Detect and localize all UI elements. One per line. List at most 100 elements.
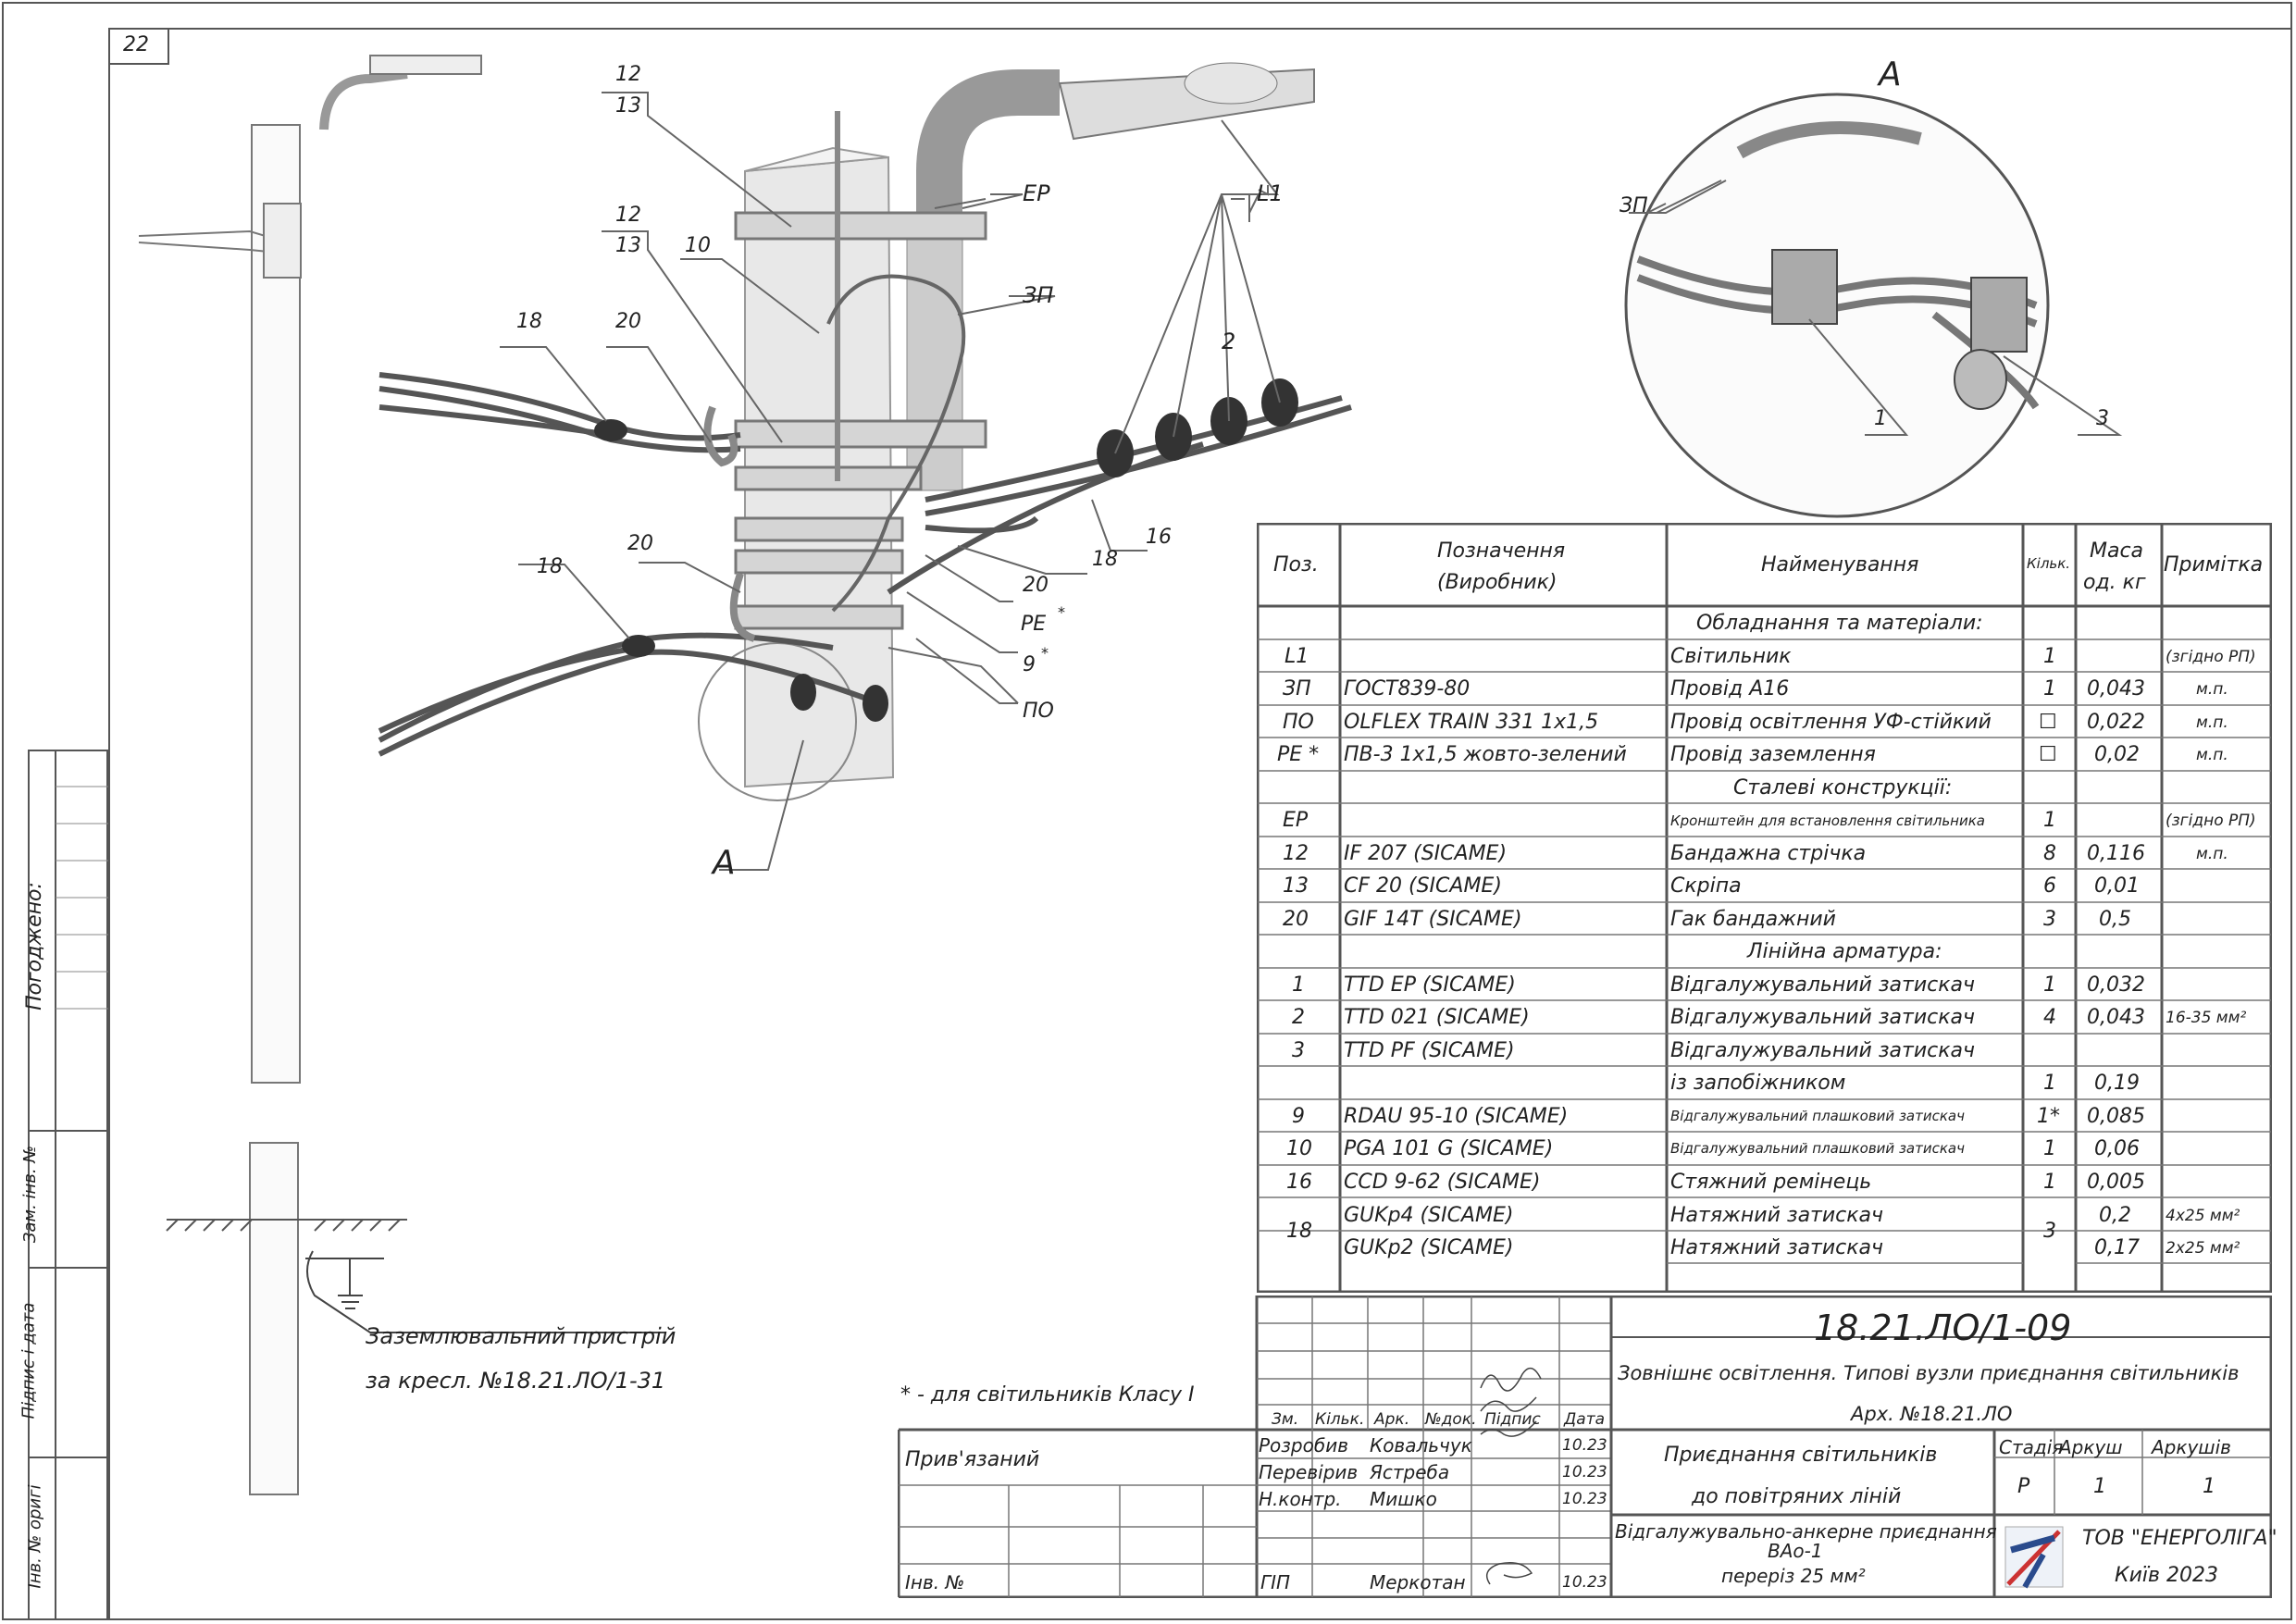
r18-qty: 3 xyxy=(2043,1220,2056,1243)
col-date: Дата xyxy=(1564,1410,1606,1429)
r6-name: Кронштейн для встановлення світильника xyxy=(1670,812,1985,829)
side-stamp-grid xyxy=(28,750,108,1620)
r8-name: Скріпа xyxy=(1670,874,1742,898)
sheet-number-box: 22 xyxy=(108,28,169,65)
r19-note: 2x25 мм² xyxy=(2166,1239,2240,1258)
detail-title: А xyxy=(1879,56,1902,93)
label-a: А xyxy=(713,844,736,882)
r11-mass: 0,032 xyxy=(2087,973,2145,997)
r16-des: PGA 101 G (SICAME) xyxy=(1344,1137,1554,1160)
r18-pos: 18 xyxy=(1286,1220,1312,1243)
col-doc: №док. xyxy=(1425,1410,1477,1429)
r6-pos: ЕР xyxy=(1283,809,1309,832)
th-pos: Поз. xyxy=(1273,553,1319,576)
role-gip: ГІП xyxy=(1260,1571,1291,1593)
name-gip: Меркотан xyxy=(1370,1571,1466,1593)
r2-pos: ЗП xyxy=(1283,677,1311,700)
col-sheet: Арк. xyxy=(1374,1410,1410,1429)
pole-overview xyxy=(138,55,666,1495)
name-developer: Ковальчук xyxy=(1370,1434,1472,1457)
r17-pos: 16 xyxy=(1286,1171,1312,1194)
r9-mass: 0,5 xyxy=(2099,908,2131,931)
r7-mass: 0,116 xyxy=(2087,842,2145,865)
pole-assembly xyxy=(378,62,1352,801)
signature-4 xyxy=(1485,1562,1533,1585)
th-name: Найменування xyxy=(1761,553,1919,576)
label-18c: 18 xyxy=(537,555,563,578)
r19-des: GUKp2 (SICAME) xyxy=(1344,1236,1514,1259)
drawing-name-2: ВАо-1 xyxy=(1768,1540,1823,1562)
r1-name: Світильник xyxy=(1670,645,1792,668)
sheet-number: 22 xyxy=(123,33,149,56)
r12-name: Відгалужувальний затискач xyxy=(1670,1006,1975,1029)
r2-name: Провід А16 xyxy=(1670,677,1790,700)
side-stamp: Погоджено: Зам. інв. № Підпис і дата Інв… xyxy=(19,750,108,1620)
label-l1: L1 xyxy=(1257,180,1284,206)
role-developer: Розробив xyxy=(1259,1434,1348,1457)
label-12a: 12 xyxy=(615,63,641,86)
bound-label: Прив'язаний xyxy=(905,1448,1040,1471)
r11-qty: 1 xyxy=(2043,973,2056,997)
r9-name: Гак бандажний xyxy=(1670,908,1836,931)
r3-mass: 0,022 xyxy=(2087,711,2145,734)
r15-mass: 0,085 xyxy=(2087,1105,2145,1128)
label-10: 10 xyxy=(685,234,711,257)
detail-1: 1 xyxy=(1874,407,1887,430)
label-18a: 18 xyxy=(516,310,542,333)
r12-note: 16-35 мм² xyxy=(2166,1009,2247,1027)
r16-name: Відгалужувальний плашковий затискач xyxy=(1670,1140,1965,1157)
r1-qty: 1 xyxy=(2043,645,2056,668)
r3-note: м.п. xyxy=(2196,713,2228,732)
date-gip: 10.23 xyxy=(1562,1573,1607,1592)
r9-qty: 3 xyxy=(2043,908,2056,931)
r17-qty: 1 xyxy=(2043,1171,2056,1194)
th-designation-2: (Виробник) xyxy=(1437,571,1558,594)
r18-note: 4x25 мм² xyxy=(2166,1207,2240,1225)
r16-pos: 10 xyxy=(1286,1137,1312,1160)
th-qty: Кільк. xyxy=(2027,555,2071,572)
r18-des: GUKp4 (SICAME) xyxy=(1344,1204,1514,1227)
section-equipment: Обладнання та матеріали: xyxy=(1696,612,1983,635)
r6-qty: 1 xyxy=(2043,809,2056,832)
r9-pos: 20 xyxy=(1283,908,1309,931)
label-ep: ЕР xyxy=(1023,180,1050,206)
section-line-fittings: Лінійна арматура: xyxy=(1747,940,1942,963)
r8-des: CF 20 (SICAME) xyxy=(1344,874,1502,898)
stage-label: Стадія xyxy=(1999,1436,2064,1458)
label-pe: РЕ xyxy=(1021,613,1047,636)
r4-mass: 0,02 xyxy=(2094,743,2140,766)
logo-stroke-blue xyxy=(2010,1534,2055,1554)
sheet-label: Аркуш xyxy=(2059,1436,2123,1458)
footnote: * - для світильників Класу І xyxy=(900,1383,1195,1407)
company-city: Київ 2023 xyxy=(2115,1564,2218,1587)
drawing-name-1: Відгалужувально-анкерне приєднання xyxy=(1615,1520,1997,1543)
r1-pos: L1 xyxy=(1285,645,1309,668)
grounding-line2: за кресл. №18.21.ЛО/1-31 xyxy=(366,1368,666,1394)
company-name: ТОВ "ЕНЕРГОЛІГА" xyxy=(2082,1527,2277,1550)
r18-mass: 0,2 xyxy=(2099,1204,2131,1227)
r13-pos: 3 xyxy=(1292,1039,1305,1062)
r3-des: OLFLEX TRAIN 331 1x1,5 xyxy=(1344,711,1599,734)
th-note: Примітка xyxy=(2164,553,2264,576)
r11-des: TTD EP (SICAME) xyxy=(1344,973,1516,997)
r14-name: із запобіжником xyxy=(1670,1072,1846,1095)
signature-1 xyxy=(1480,1367,1542,1392)
r8-mass: 0,01 xyxy=(2094,874,2140,898)
r13-des: TTD PF (SICAME) xyxy=(1344,1039,1515,1062)
r8-pos: 13 xyxy=(1283,874,1309,898)
r13-name: Відгалужувальний затискач xyxy=(1670,1039,1975,1062)
spec-table-grid xyxy=(1257,523,2272,1293)
th-designation-1: Позначення xyxy=(1437,539,1566,563)
r3-qty: ☐ xyxy=(2039,711,2057,734)
r4-note: м.п. xyxy=(2196,746,2228,764)
archive-number: Арх. №18.21.ЛО xyxy=(1851,1403,2013,1425)
r11-pos: 1 xyxy=(1292,973,1305,997)
signature-3 xyxy=(1480,1420,1537,1437)
label-2: 2 xyxy=(1222,329,1236,354)
r15-name: Відгалужувальний плашковий затискач xyxy=(1670,1108,1965,1124)
r7-des: IF 207 (SICAME) xyxy=(1344,842,1508,865)
r7-qty: 8 xyxy=(2043,842,2056,865)
r15-pos: 9 xyxy=(1292,1105,1305,1128)
r7-pos: 12 xyxy=(1283,842,1309,865)
